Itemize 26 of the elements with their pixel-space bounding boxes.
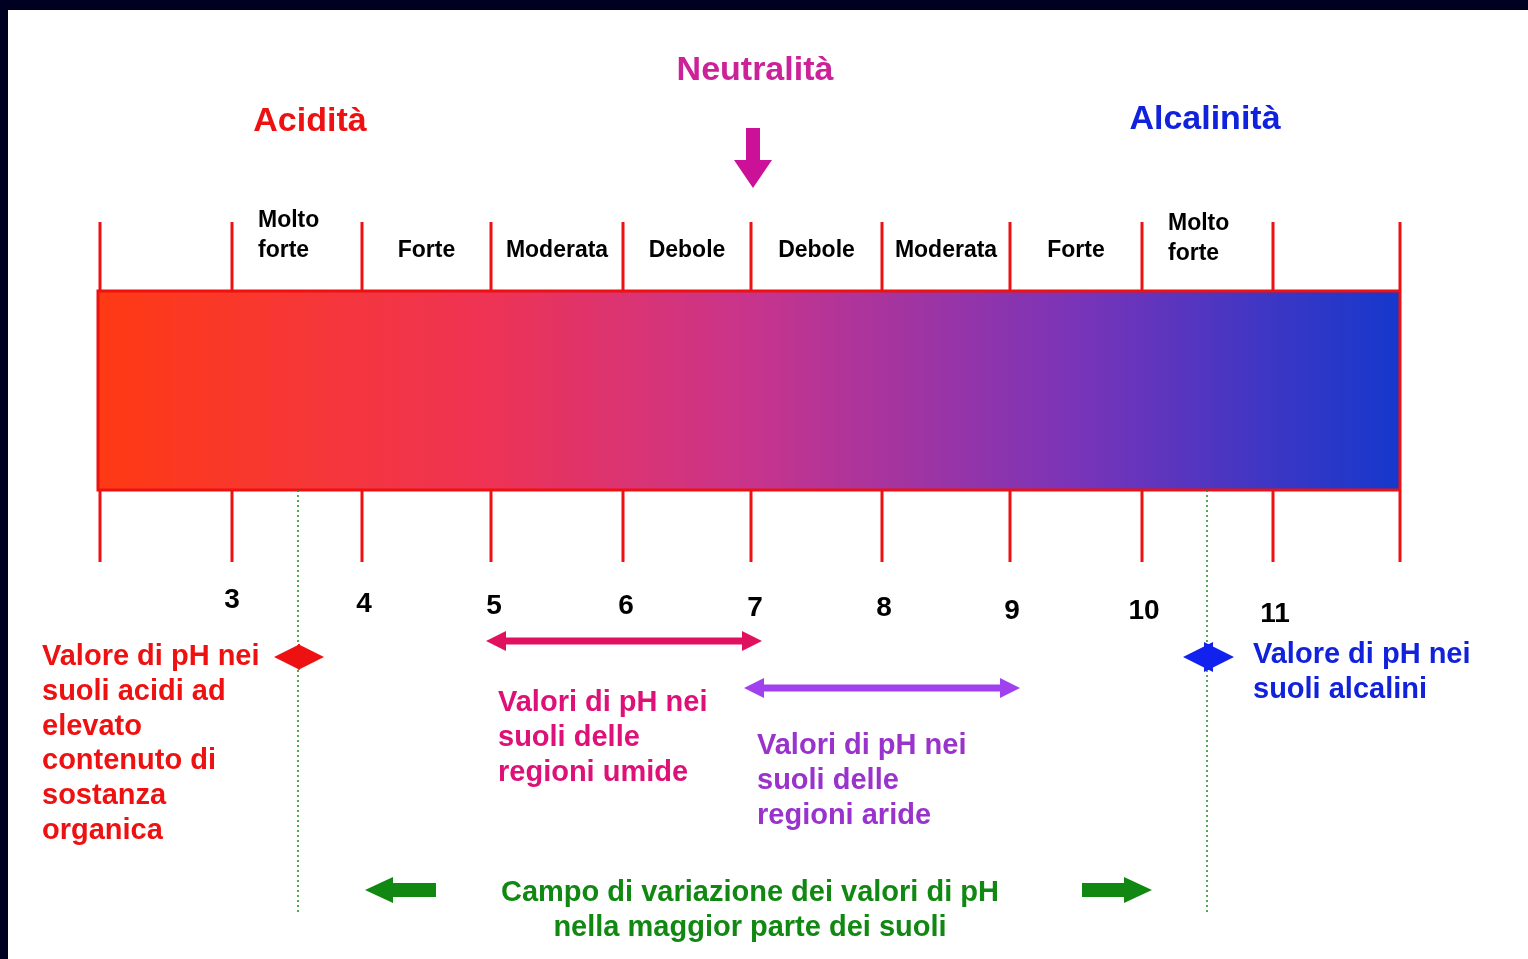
- scale-number: 5: [485, 588, 503, 622]
- zone-label: Molto forte: [1168, 208, 1231, 267]
- scale-number: 7: [746, 590, 764, 624]
- scale-number: 4: [355, 586, 373, 620]
- range-description: Valori di pH nei suoli delle regioni umide: [498, 684, 709, 789]
- heading: Acidità: [252, 99, 368, 140]
- heading: Neutralità: [675, 48, 835, 89]
- range-description: Valori di pH nei suoli delle regioni aride: [757, 727, 968, 832]
- heading: Alcalinità: [1128, 97, 1282, 138]
- scale-number: 8: [875, 590, 893, 624]
- zone-label: Debole: [777, 236, 856, 264]
- ph-scale-bar: [96, 289, 1402, 492]
- scale-number: 10: [1127, 593, 1161, 627]
- scale-number: 11: [1259, 596, 1291, 630]
- scale-number: 6: [617, 588, 635, 622]
- zone-label: Moderata: [504, 236, 610, 264]
- zone-label: Moderata: [893, 236, 999, 264]
- scale-number: 3: [223, 582, 241, 616]
- scale-number: 9: [1003, 593, 1021, 627]
- zone-label: Forte: [396, 236, 457, 264]
- range-description: Valore di pH nei suoli alcalini: [1253, 636, 1472, 706]
- range-description: Campo di variazione dei valori di pH nella maggior parte dei suoli: [500, 874, 1000, 944]
- zone-label: Forte: [1046, 236, 1106, 264]
- zone-label: Debole: [647, 236, 727, 264]
- range-description: Valore di pH nei suoli acidi ad elevato contenuto di sostanza organica: [42, 638, 261, 847]
- zone-label: Molto forte: [258, 205, 321, 264]
